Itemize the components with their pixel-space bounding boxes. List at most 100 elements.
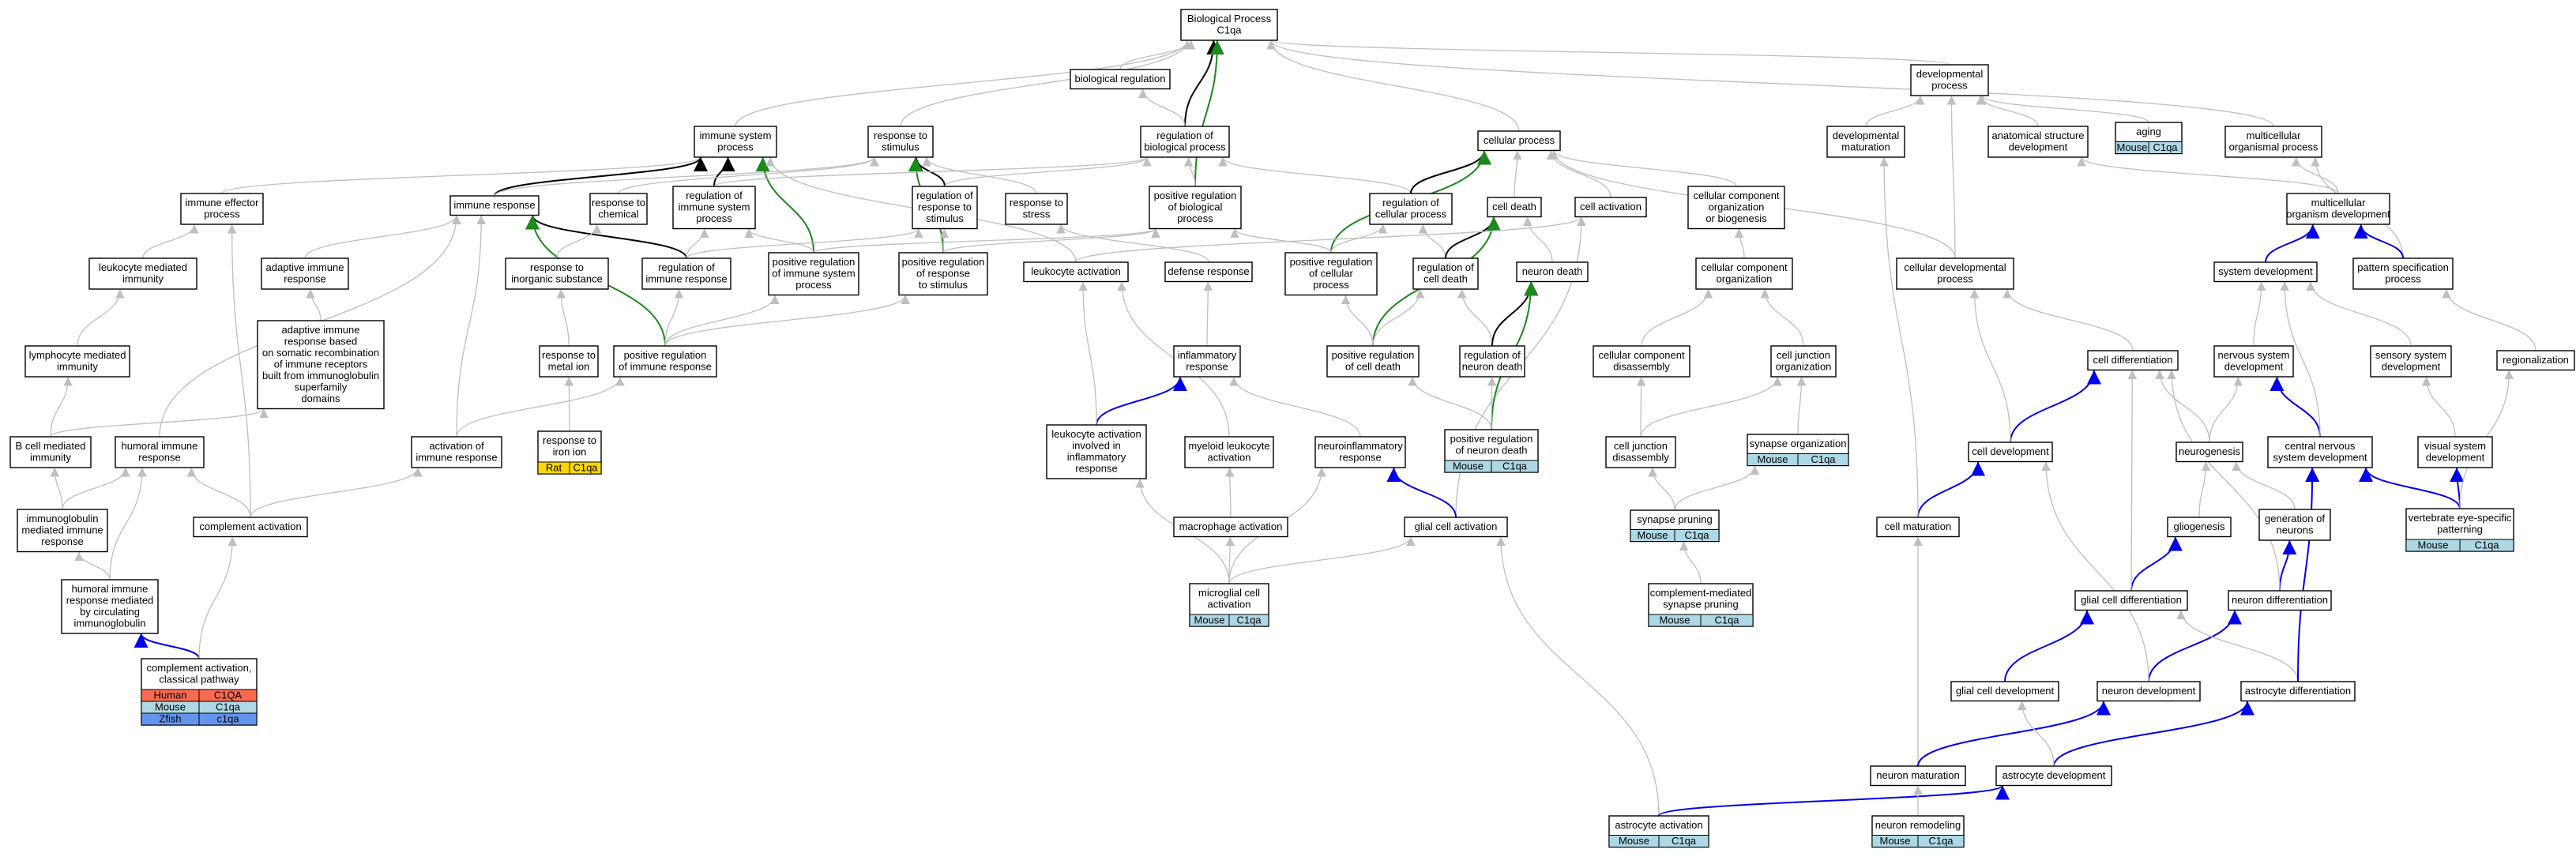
go-term-node-cell-death[interactable]: cell death [1487, 197, 1542, 218]
species-label: Mouse [1659, 614, 1690, 626]
go-term-node-macrophage-activation[interactable]: macrophage activation [1173, 517, 1288, 538]
edge-plain [74, 551, 111, 581]
go-term-node-neuron-differentiation[interactable]: neuron differentiation [2228, 590, 2332, 611]
go-term-node-glial-cell-activation[interactable]: glial cell activation [1404, 517, 1508, 538]
go-term-node-system-development[interactable]: system development [2213, 261, 2318, 283]
go-term-node-biological-regulation[interactable]: biological regulation [1070, 69, 1171, 90]
edge-plain [306, 288, 322, 321]
go-term-node-leukocyte-activation[interactable]: leukocyte activation [1023, 261, 1129, 283]
node-box [2087, 350, 2179, 371]
go-term-node-cell-development[interactable]: cell development [1968, 442, 2053, 463]
edge-plain [1641, 288, 1713, 347]
node-box [2286, 193, 2390, 225]
go-term-node-neuron-maturation[interactable]: neuron maturation [1870, 765, 1966, 787]
edge-part-of [2279, 539, 2297, 592]
node-box [2175, 442, 2243, 463]
go-term-node-glial-cell-differentiation[interactable]: glial cell differentiation [2074, 590, 2188, 611]
go-term-node-neuron-death[interactable]: neuron death [1516, 261, 1589, 283]
go-term-node-astrocyte-differentiation[interactable]: astrocyte differentiation [2240, 681, 2356, 702]
go-term-node-gliogenesis[interactable]: gliogenesis [2167, 517, 2232, 538]
go-term-node-cell-maturation[interactable]: cell maturation [1876, 517, 1960, 538]
go-term-node-cell-differentiation[interactable]: cell differentiation [2087, 350, 2179, 371]
node-label: neuron differentiation [2232, 594, 2328, 606]
go-term-node-cellular-process[interactable]: cellular process [1477, 130, 1561, 152]
node-label: regulation of [1382, 197, 1439, 209]
go-term-node-complement-activation[interactable]: complement activation [193, 517, 308, 538]
go-term-node-neuron-development[interactable]: neuron development [2097, 681, 2201, 702]
go-term-node-neurogenesis[interactable]: neurogenesis [2175, 442, 2243, 463]
go-term-node-immune-response[interactable]: immune response [449, 195, 540, 216]
go-term-node-defense-response[interactable]: defense response [1164, 261, 1253, 283]
go-term-node-astrocyte-development[interactable]: astrocyte development [1995, 765, 2112, 787]
go-term-node-regionalization[interactable]: regionalization [2496, 350, 2575, 371]
go-term-node-glial-cell-development[interactable]: glial cell development [1950, 681, 2059, 702]
node-box [1314, 436, 1406, 468]
go-term-node-complement-activation-classical[interactable]: complement activation,classical pathwayH… [141, 658, 258, 726]
go-term-node-cell-activation[interactable]: cell activation [1574, 197, 1647, 218]
node-label: organismal process [2229, 141, 2318, 153]
node-label: process [2385, 273, 2421, 285]
